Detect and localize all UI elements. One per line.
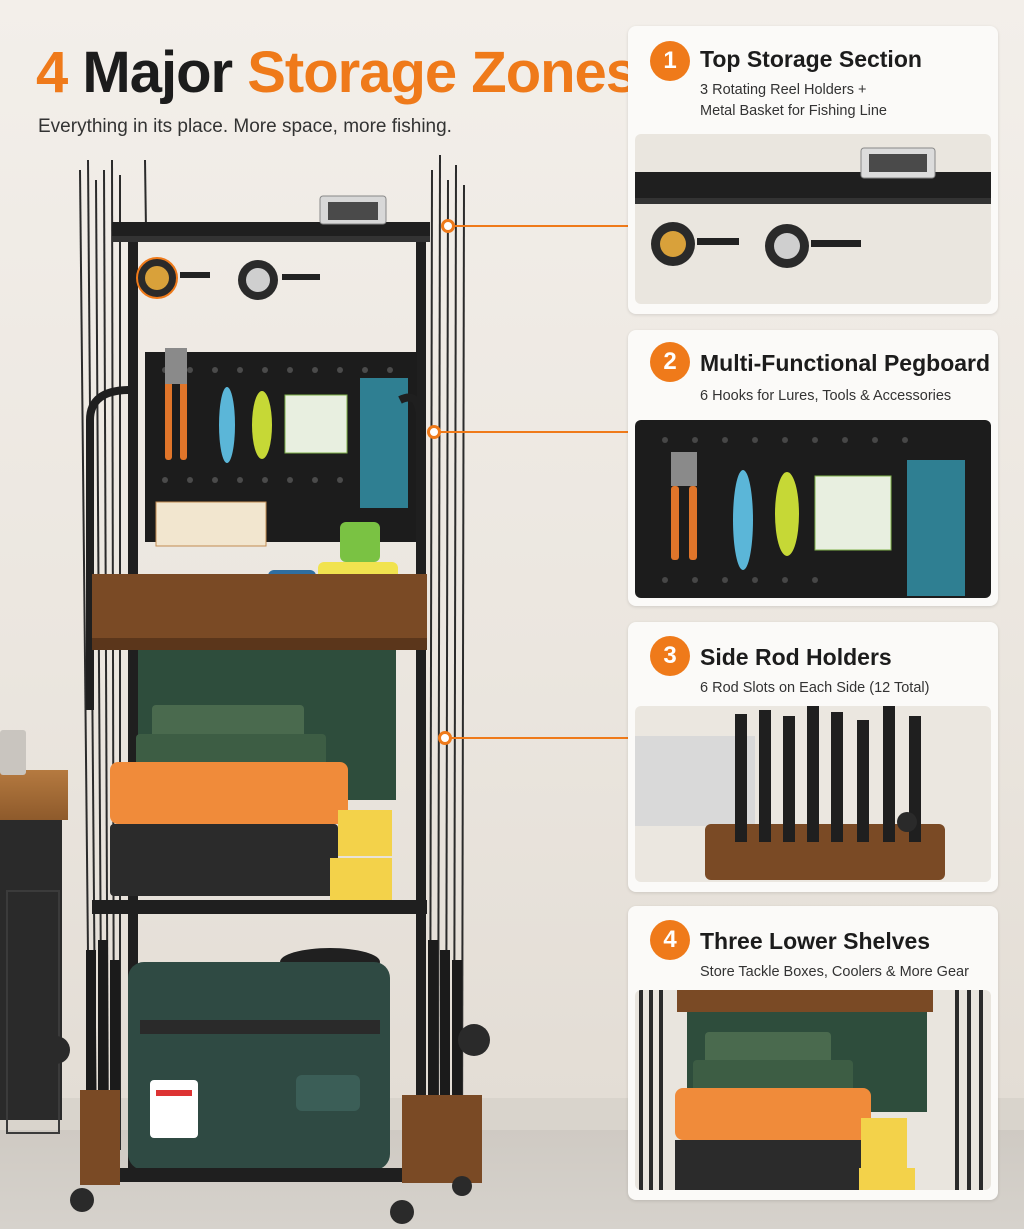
reel-icon (238, 260, 320, 300)
reel-icon (136, 257, 210, 299)
rod-rack-illustration (42, 154, 490, 1224)
headline-accent: Storage Zones (247, 40, 638, 105)
right-rod-handles (428, 940, 462, 1120)
zone-photo-2 (635, 420, 991, 598)
zone-desc-3: 6 Rod Slots on Each Side (12 Total) (700, 680, 930, 696)
zone-title-2: Multi-Functional Pegboard (700, 350, 991, 376)
zone-card-2: 2 Multi-Functional Pegboard 6 Hooks for … (628, 330, 998, 606)
tackle-pack (284, 378, 408, 508)
zone-photo-1 (635, 134, 991, 304)
zone-title-3: Side Rod Holders (700, 644, 892, 670)
zone-desc-4: Store Tackle Boxes, Coolers & More Gear (700, 964, 969, 980)
lure-icon (733, 470, 753, 570)
headline-word: Major (82, 40, 233, 105)
zone-title-4: Three Lower Shelves (700, 928, 931, 954)
cooler-icon (128, 948, 390, 1170)
caster-wheel-icon (70, 1176, 472, 1224)
zone-desc-2: 6 Hooks for Lures, Tools & Accessories (700, 388, 952, 404)
zone-badge-3: 3 (650, 636, 690, 676)
zone-badge-1: 1 (650, 41, 690, 81)
headline: 4 Major Storage Zones (36, 38, 638, 108)
middle-shelf (92, 900, 427, 914)
top-wood-shelf (92, 501, 427, 650)
tackle-box-icon (675, 1088, 871, 1190)
zone-card-1: 1 Top Storage Section 3 Rotating Reel Ho… (628, 26, 998, 314)
leader-line-3 (445, 737, 628, 739)
left-rod-base (80, 1090, 120, 1185)
headline-number: 4 (36, 40, 68, 105)
reel-icon (651, 222, 739, 266)
lure-icon (219, 387, 272, 463)
pliers-icon (671, 452, 697, 560)
zone-photo-4 (635, 990, 991, 1190)
reel-icon (765, 224, 861, 268)
tackle-trays (136, 705, 326, 772)
subheadline: Everything in its place. More space, mor… (38, 116, 452, 137)
zone-card-3: 3 Side Rod Holders 6 Rod Slots on Each S… (628, 622, 998, 892)
left-rod-handles (86, 940, 120, 1120)
workbench (0, 770, 68, 1134)
leader-line-1 (448, 225, 628, 227)
pliers-icon (165, 348, 187, 460)
storage-bin (0, 730, 26, 775)
zone-card-4: 4 Three Lower Shelves Store Tackle Boxes… (628, 906, 998, 1200)
zone-title-1: Top Storage Section (700, 46, 922, 72)
workbench-door (6, 890, 60, 1134)
zone-desc-1b: Metal Basket for Fishing Line (700, 103, 887, 119)
top-basket (319, 195, 387, 225)
bottom-shelf (92, 1168, 427, 1182)
right-rod-base (402, 1095, 482, 1183)
caster-wheel-icon (897, 812, 917, 832)
zone-photo-3 (635, 706, 991, 882)
leader-dot-1 (441, 219, 455, 233)
leader-dot-3 (438, 731, 452, 745)
zone-desc-1a: 3 Rotating Reel Holders + (700, 82, 867, 98)
reel-icon (42, 1024, 490, 1064)
workbench-cabinet (0, 820, 62, 1134)
zone-badge-4: 4 (650, 920, 690, 960)
leader-dot-2 (427, 425, 441, 439)
tackle-box-icon (110, 762, 392, 902)
leader-line-2 (434, 431, 628, 433)
lure-icon (775, 472, 799, 556)
workbench-top (0, 770, 68, 820)
zone-badge-2: 2 (650, 342, 690, 382)
